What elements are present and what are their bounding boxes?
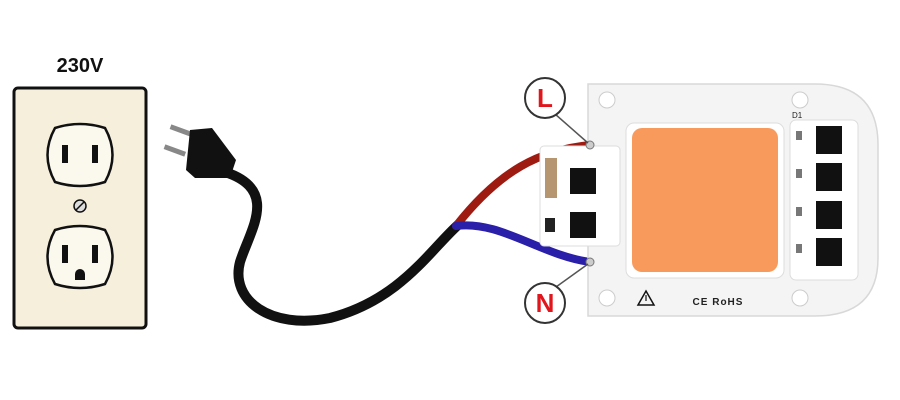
component-label: D1 xyxy=(792,111,803,120)
driver-chip xyxy=(570,168,596,194)
lower-receptacle xyxy=(46,224,114,290)
led-array xyxy=(632,128,778,272)
neutral-label: N xyxy=(536,288,555,318)
neutral-terminal-callout: N xyxy=(524,282,566,324)
resistor xyxy=(545,158,557,198)
wall-outlet: 230V xyxy=(12,55,148,330)
driver-chip xyxy=(570,212,596,238)
warning-triangle-icon xyxy=(636,289,656,306)
rectifier-chips xyxy=(796,126,842,266)
screw-icon xyxy=(73,199,87,213)
driver-section xyxy=(539,145,621,247)
live-terminal-callout: L xyxy=(524,77,566,119)
live-label: L xyxy=(537,83,553,113)
power-cable xyxy=(220,167,463,326)
upper-receptacle xyxy=(46,122,114,188)
plug xyxy=(163,124,236,178)
certification-marking: CE RoHS xyxy=(693,297,744,308)
led-cob-board: D1 CE RoHS xyxy=(539,83,879,317)
voltage-label: 230V xyxy=(57,55,104,77)
neutral-wire xyxy=(452,221,594,266)
